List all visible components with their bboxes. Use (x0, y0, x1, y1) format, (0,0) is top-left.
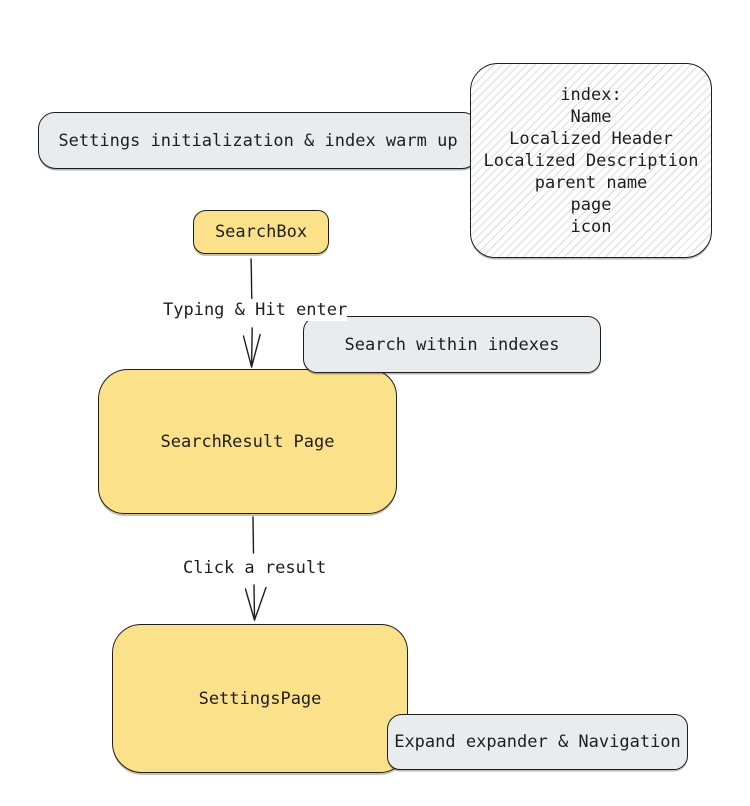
edge-label-typing-hit-enter: Typing & Hit enter (163, 299, 348, 321)
node-expand-expander-navigation-label: Expand expander & Navigation (394, 732, 681, 752)
node-search-within-indexes: Search within indexes (303, 316, 601, 373)
node-settings-initialization: Settings initialization & index warm up (38, 112, 478, 169)
edge-label-click-a-result: Click a result (183, 557, 327, 579)
index-note-line: page (570, 194, 612, 215)
node-settings-page-label: SettingsPage (198, 688, 322, 709)
index-note-line: icon (570, 216, 612, 237)
index-note-line: Localized Description (483, 150, 699, 171)
node-settings-initialization-label: Settings initialization & index warm up (58, 130, 458, 151)
index-note-line: Localized Header (509, 128, 673, 149)
node-searchbox-label: SearchBox (214, 222, 308, 242)
node-search-within-indexes-label: Search within indexes (344, 334, 560, 355)
node-settings-page: SettingsPage (112, 624, 408, 773)
node-searchbox: SearchBox (193, 210, 329, 254)
node-search-result-page-label: SearchResult Page (160, 431, 335, 452)
node-search-result-page: SearchResult Page (98, 369, 397, 514)
node-index-fields-note: index: Name Localized Header Localized D… (470, 63, 712, 258)
index-note-line: parent name (534, 172, 648, 193)
node-expand-expander-navigation: Expand expander & Navigation (387, 714, 688, 770)
index-note-line: index: (560, 84, 622, 105)
index-note-line: Name (570, 106, 612, 127)
